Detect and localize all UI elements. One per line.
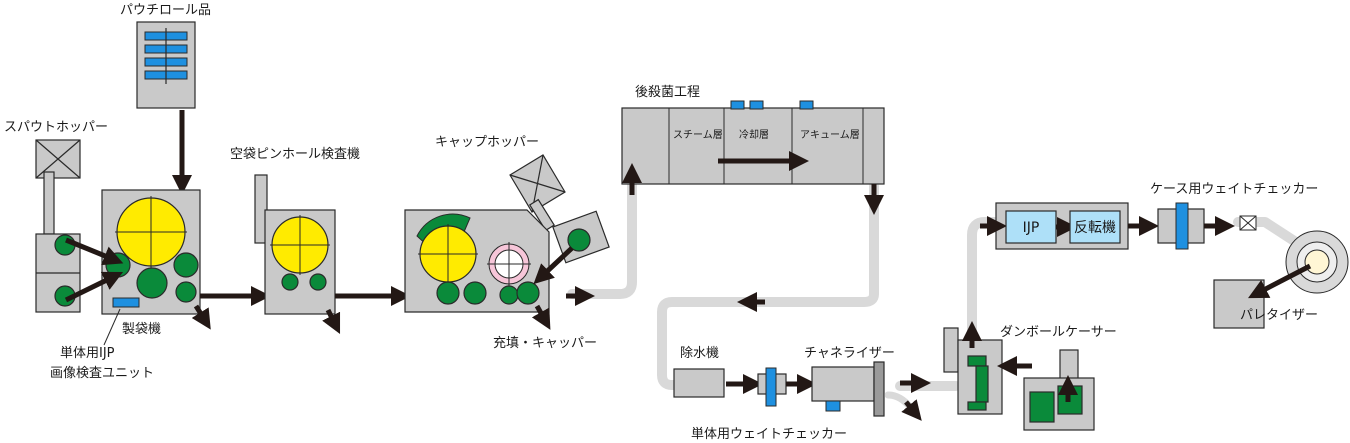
label-spout-hopper: スパウトホッパー <box>4 120 108 135</box>
label-ijp-unit-1: 単体用IJP <box>60 345 115 361</box>
label-post-sterilization: 後殺菌工程 <box>635 85 700 100</box>
label-vacuum-layer: アキューム層 <box>800 129 860 141</box>
label-cooling-layer: 冷却層 <box>739 128 769 141</box>
spout-hopper-unit <box>35 139 81 313</box>
label-filler-capper: 充填・キャッパー <box>493 335 597 351</box>
arrow-filler-reject <box>531 304 551 330</box>
label-ijp: IJP <box>1023 220 1040 236</box>
label-ijp-unit-2: 画像検査ユニット <box>50 366 154 381</box>
label-pinhole-inspector: 空袋ピンホール検査機 <box>230 147 360 162</box>
case-weight-checker <box>1157 202 1205 250</box>
label-steam-layer: スチーム層 <box>673 129 723 141</box>
palletizer-unit <box>1213 230 1349 329</box>
leader-ijp <box>103 308 121 346</box>
filler-capper-unit <box>404 209 550 313</box>
arrow-pinhole-reject <box>322 308 341 335</box>
bag-maker-unit <box>101 189 201 315</box>
pinhole-inspector-unit <box>254 174 336 315</box>
arrow-spout-upper <box>65 237 124 266</box>
case-box-icon <box>1239 215 1257 231</box>
channelizer-unit <box>811 361 885 417</box>
case-packer-unit <box>943 327 1095 431</box>
label-inverter: 反転機 <box>1074 220 1116 236</box>
label-pouch-roll: パウチロール品 <box>120 3 211 18</box>
arrow-bag-reject <box>191 304 211 330</box>
ijp-box <box>1005 210 1057 244</box>
label-palletizer: パレタイザー <box>1240 308 1318 323</box>
label-case-weight-checker: ケース用ウェイトチェッカー <box>1150 182 1318 197</box>
unit-weight-checker <box>757 367 787 407</box>
label-case-packer: ダンボールケーサー <box>1000 325 1117 340</box>
label-unit-weight-checker: 単体用ウェイトチェッカー <box>691 426 847 442</box>
label-cap-hopper: キャップホッパー <box>435 135 539 150</box>
arrow-spout-lower <box>64 271 124 303</box>
arrow-cap-feed <box>533 246 574 285</box>
arrow-palletizer-arm <box>1248 263 1312 299</box>
label-dewatering: 除水機 <box>680 346 719 361</box>
pouch-roll-unit <box>136 21 196 109</box>
label-bag-maker: 製袋機 <box>122 322 161 337</box>
label-channelizer: チャネライザー <box>804 346 895 361</box>
dewatering-unit <box>673 368 725 398</box>
arrow-channelizer-reject <box>901 399 922 421</box>
inverter-box <box>1069 210 1121 244</box>
post-sterilization-unit <box>621 100 885 185</box>
